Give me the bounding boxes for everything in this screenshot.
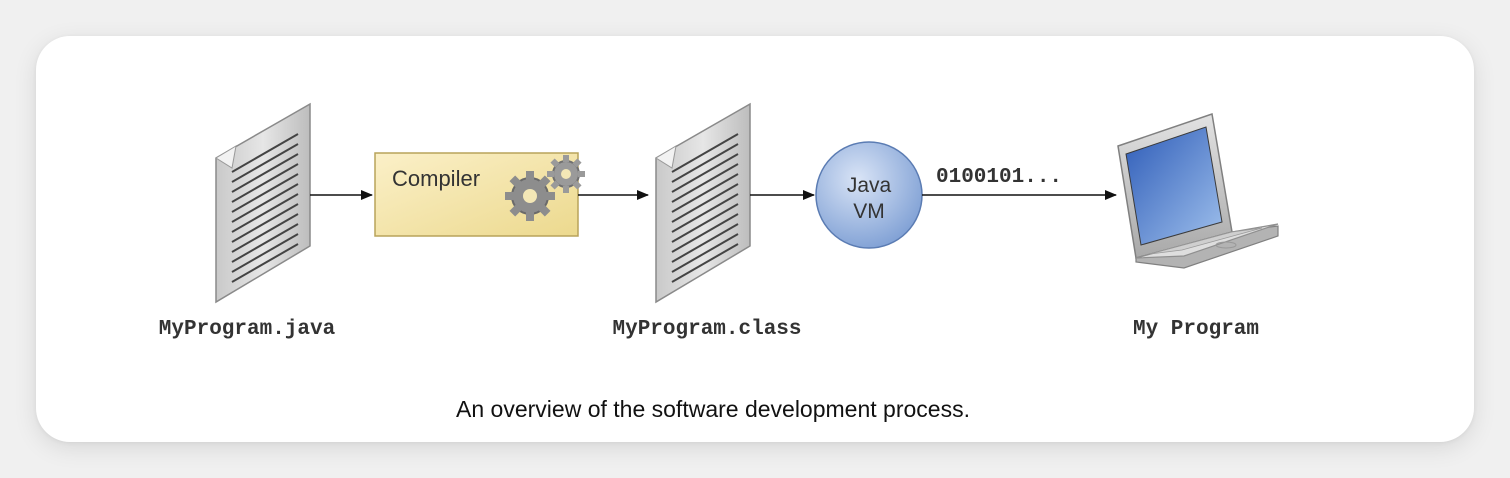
figure-caption: An overview of the software development … xyxy=(456,396,970,422)
source-file-label: MyProgram.java xyxy=(159,318,336,341)
gears-icon xyxy=(505,155,585,221)
jvm-label-line1: Java xyxy=(847,174,892,197)
source-document-icon xyxy=(215,102,311,304)
jvm-circle: Java VM xyxy=(815,141,923,249)
program-label: My Program xyxy=(1133,318,1259,341)
bytecode-file-label: MyProgram.class xyxy=(612,318,801,341)
compiler-label: Compiler xyxy=(392,166,480,191)
bytecode-document-icon xyxy=(655,102,751,304)
machine-code-label: 0100101... xyxy=(936,166,1062,189)
jvm-label-line2: VM xyxy=(853,200,885,223)
laptop-icon xyxy=(1117,113,1279,269)
